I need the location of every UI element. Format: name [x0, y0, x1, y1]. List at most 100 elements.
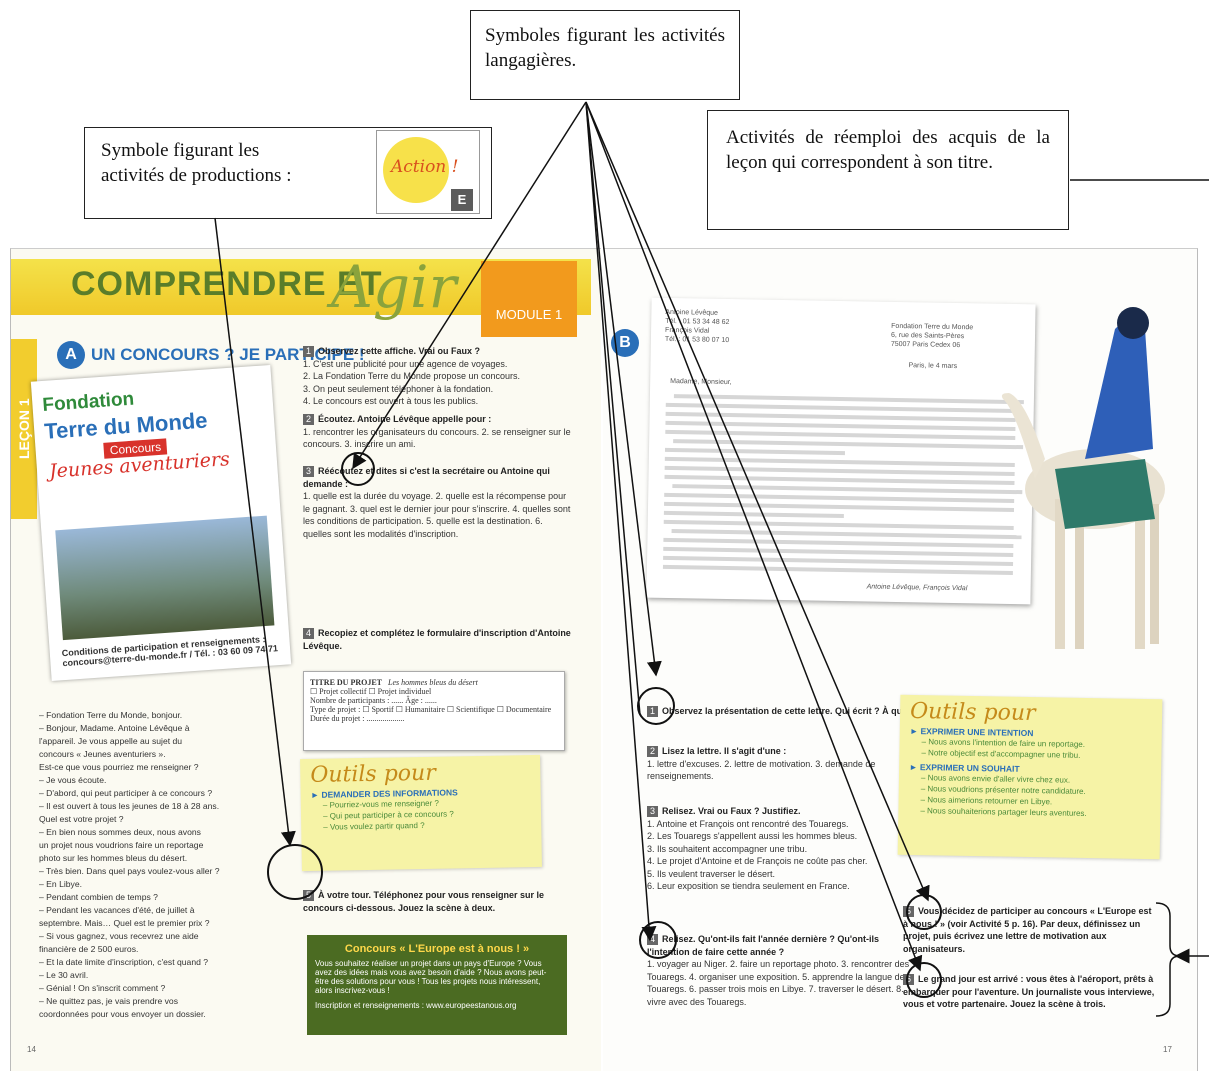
dialog-line: un projet nous voudrions faire un report… — [39, 840, 204, 850]
dialog-transcript: – Fondation Terre du Monde, bonjour. – Bo… — [39, 709, 301, 1021]
circle-lecture-icon — [639, 921, 677, 959]
action-word: Action ! — [391, 157, 459, 177]
page-title: COMPRENDRE ET — [71, 265, 383, 303]
dialog-line: Est-ce que vous pourriez me renseigner ? — [39, 762, 199, 772]
exercise-1-item: 1. C'est une publicité pour une agence d… — [303, 358, 508, 369]
dialog-line: – En Libye. — [39, 879, 82, 889]
callout-text: Symbole figurant les — [101, 140, 260, 161]
dialog-line: coordonnées pour vous envoyer un dossier… — [39, 1009, 206, 1019]
form-row: ☐ Projet collectif ☐ Projet individuel — [310, 687, 432, 696]
dialog-line: – Je vous écoute. — [39, 775, 107, 785]
dialog-line: – Et la date limite d'inscription, c'est… — [39, 957, 209, 967]
module-tag: MODULE 1 — [481, 261, 577, 337]
exercise-b3-title: Relisez. Vrai ou Faux ? Justifiez. — [662, 806, 801, 816]
sun-icon — [383, 137, 449, 203]
form-title: TITRE DU PROJET — [310, 678, 383, 687]
exercise-3-title: Réécoutez et dites si c'est la secrétair… — [303, 466, 550, 489]
exercise-b1-title: Observez la présentation de cette lettre… — [662, 706, 913, 716]
exercise-b2-items: 1. lettre d'excuses. 2. lettre de motiva… — [647, 758, 876, 782]
arrow-to-action-icon — [214, 217, 296, 847]
dialog-line: concours « Jeunes aventuriers ». — [39, 749, 166, 759]
section-title: UN CONCOURS ? JE PARTICIPE ! — [91, 345, 365, 364]
circle-observe-icon — [637, 687, 675, 725]
camel-rider-photo — [1001, 307, 1165, 649]
callout-reemploi: Activités de réemploi des acquis de la l… — [707, 110, 1069, 230]
europe-info: Inscription et renseignements : www.euro… — [315, 1001, 517, 1010]
exercise-1-item: 3. On peut seulement téléphoner à la fon… — [303, 383, 494, 394]
form-row: Type de projet : ☐ Sportif ☐ Humanitaire… — [310, 705, 552, 714]
exercise-b3-item: 2. Les Touaregs s'appellent aussi les ho… — [647, 831, 858, 841]
dialog-line: financière de 2 500 euros. — [39, 944, 139, 954]
section-badge-a: A — [57, 341, 85, 369]
dialog-line: photo sur les hommes bleus du désert. — [39, 853, 188, 863]
dialog-line: – Pendant les vacances d'été, de juillet… — [39, 905, 195, 915]
exercise-b2-title: Lisez la lettre. Il s'agit d'une : — [662, 746, 787, 756]
arrow-to-circle-b1 — [585, 101, 641, 716]
exercise-1-item: 4. Le concours est ouvert à tous les pub… — [303, 396, 479, 406]
exercise-b3-item: 5. Ils veulent traverser le désert. — [647, 868, 776, 879]
reemploi-bracket — [1155, 902, 1181, 1017]
left-textbook-page: COMPRENDRE ET Agir MODULE 1 LEÇON 1 A UN… — [10, 248, 601, 1071]
action-icon: Action ! E — [376, 130, 480, 214]
dialog-line: septembre. Mais… Quel est le premier pri… — [39, 918, 210, 928]
europe-text: Vous souhaitez réaliser un projet dans u… — [315, 959, 547, 995]
exercise-3-items: 1. quelle est la durée du voyage. 2. que… — [303, 491, 571, 539]
dialog-line: l'appareil. Je vous appelle au sujet du — [39, 736, 183, 746]
dialog-line: – Il est ouvert à tous les jeunes de 18 … — [39, 801, 220, 811]
dialog-line: – Fondation Terre du Monde, bonjour. — [39, 710, 183, 720]
dialog-line: – Le 30 avril. — [39, 970, 89, 980]
page-number-left: 14 — [27, 1045, 36, 1054]
callout-text: activités de productions : — [101, 165, 292, 186]
form-row: Nombre de participants : ...... Âge : ..… — [310, 696, 437, 705]
dialog-line: – Pendant combien de temps ? — [39, 892, 158, 902]
exercise-b3-item: 3. Ils souhaitent accompagner une tribu. — [647, 843, 808, 854]
exercise-b3-item: 6. Leur exposition se tiendra seulement … — [647, 881, 850, 891]
arrow-to-ecrire-icon — [585, 101, 930, 902]
circle-parler-icon — [906, 962, 942, 998]
callout-text: Symboles figurant les activités langagiè… — [485, 25, 725, 71]
right-textbook-page: B Antoine Lévêque Tél. : 01 53 34 48 62 … — [603, 248, 1198, 1071]
form-title-value: Les hommes bleus du désert — [388, 678, 478, 687]
letter-square-icon: E — [451, 189, 473, 211]
arrow-to-observe-icon — [585, 101, 662, 677]
exercise-b5-title: Vous décidez de participer au concours «… — [903, 906, 1152, 954]
callout-symboles-activites: Symboles figurant les activités langagiè… — [470, 10, 740, 100]
exercise-1-title: Observez cette affiche. Vrai ou Faux ? — [318, 346, 481, 356]
page-title-script: Agir — [331, 253, 457, 321]
dialog-line: – Si vous gagnez, vous recevrez une aide — [39, 931, 199, 941]
dialog-line: – Bonjour, Madame. Antoine Lévêque à — [39, 723, 190, 733]
exercise-b3-item: 4. Le projet d'Antoine et de François ne… — [647, 856, 868, 866]
exercise-b3-item: 1. Antoine et François ont rencontré des… — [647, 818, 849, 829]
form-row: Durée du projet : ................... — [310, 714, 405, 723]
circle-ecoute-icon — [341, 452, 375, 486]
circle-ecrire-icon — [906, 894, 942, 930]
dialog-line: – Génial ! On s'inscrit comment ? — [39, 983, 166, 993]
circle-action-icon — [267, 844, 323, 900]
dialog-line: – D'abord, qui peut participer à ce conc… — [39, 788, 213, 798]
arrow-to-parler-icon — [585, 101, 923, 972]
europe-title: Concours « L'Europe est à nous ! » — [344, 943, 530, 955]
europe-contest-box: Concours « L'Europe est à nous ! » Vous … — [307, 935, 567, 1035]
exercise-b4-title: Relisez. Qu'ont-ils fait l'année dernièr… — [647, 934, 879, 957]
arrow-to-ecoute-icon — [352, 101, 587, 470]
exercise-4-title: Recopiez et complétez le formulaire d'in… — [303, 628, 571, 651]
exercise-b6-title: Le grand jour est arrivé : vous êtes à l… — [903, 974, 1155, 1009]
exercise-2-title: Écoutez. Antoine Lévêque appelle pour : — [318, 414, 492, 424]
registration-form: TITRE DU PROJET Les hommes bleus du dése… — [303, 671, 565, 751]
dialog-line: – En bien nous sommes deux, nous avons — [39, 827, 201, 837]
callout-text: Activités de réemploi des acquis de la l… — [726, 127, 1050, 173]
dialog-line: – Ne quittez pas, je vais prendre vos — [39, 996, 179, 1006]
exercise-2-items: 1. rencontrer les organisateurs du conco… — [303, 426, 571, 450]
page-number-right: 17 — [1163, 1045, 1172, 1054]
exercise-5-title: À votre tour. Téléphonez pour vous rense… — [303, 890, 545, 913]
arrow-to-lecture-icon — [585, 101, 657, 942]
dialog-line: Quel est votre projet ? — [39, 814, 124, 824]
dialog-line: – Très bien. Dans quel pays voulez-vous … — [39, 866, 220, 876]
exercise-b4-items: 1. voyager au Niger. 2. faire un reporta… — [647, 959, 910, 1007]
